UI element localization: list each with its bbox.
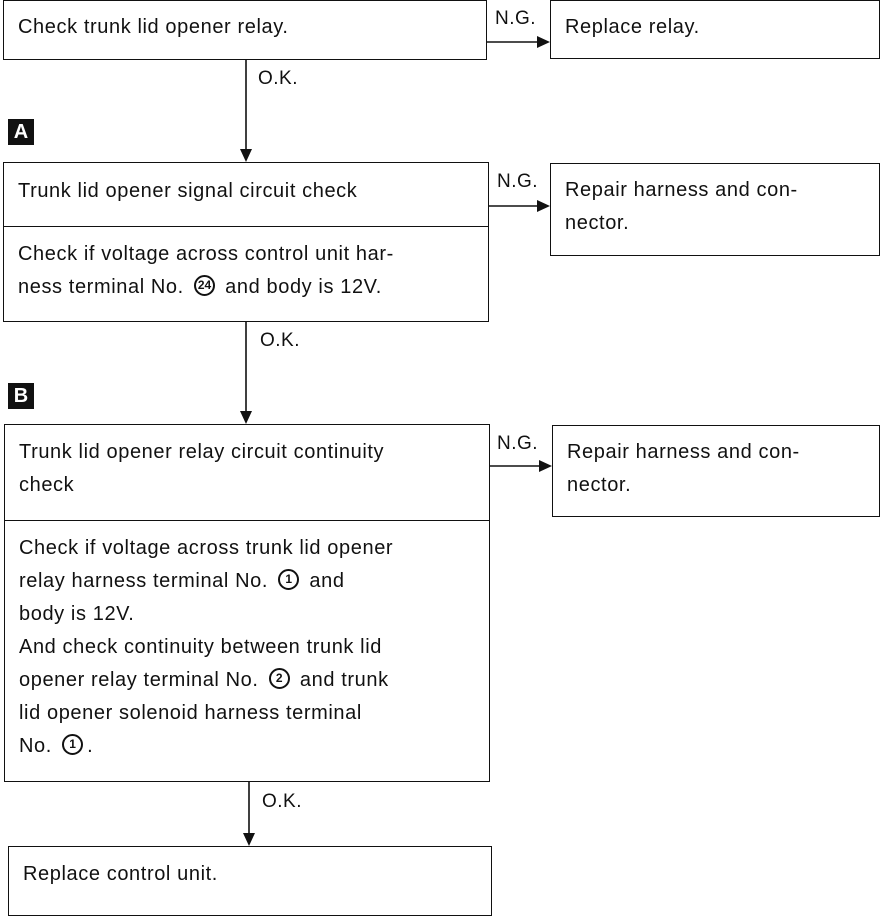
step3-detail-line5-post: and trunk [299, 669, 389, 691]
step2-ok-label: O.K. [260, 330, 301, 351]
step1-box: Check trunk lid opener relay. [3, 0, 487, 60]
marker-a: A [8, 119, 34, 145]
step3-ng-action-line2: nector. [567, 474, 632, 496]
terminal-24-number: 24 [194, 275, 215, 297]
step1-text: Check trunk lid opener relay. [18, 16, 289, 38]
step3-detail-line3: body is 12V. [19, 603, 135, 625]
step2-detail-line2: ness terminal No. 24 and body is 12V. [18, 271, 474, 304]
step3-detail-line6: lid opener solenoid harness terminal [19, 702, 362, 724]
step3-detail-line4: And check continuity between trunk lid [19, 636, 382, 658]
step2-ng-action-box: Repair harness and con- nector. [550, 163, 880, 256]
step2-ng-label: N.G. [497, 171, 539, 192]
step2-title: Trunk lid opener signal circuit check [18, 180, 358, 202]
step3-ng-arrowhead [539, 460, 552, 472]
step3-detail-line5: opener relay terminal No. 2 and trunk [19, 664, 475, 697]
marker-b: B [8, 383, 34, 409]
step2-box: Trunk lid opener signal circuit check Ch… [3, 162, 489, 322]
terminal-2-number: 2 [268, 668, 290, 690]
step1-ok-label: O.K. [258, 68, 299, 89]
step1-ok-arrowhead [240, 149, 252, 162]
step2-ng-action-line1: Repair harness and con- [565, 179, 798, 201]
step1-ng-label: N.G. [495, 8, 537, 29]
step3-detail-line2: relay harness terminal No. 1 and [19, 565, 475, 598]
step2-detail-line1: Check if voltage across control unit har… [18, 243, 394, 265]
step2-ng-action-line2: nector. [565, 212, 630, 234]
step3-ng-label: N.G. [497, 433, 539, 454]
step3-detail-line2-post: and [309, 570, 345, 592]
step4-text: Replace control unit. [23, 863, 218, 885]
step3-ok-label: O.K. [262, 791, 303, 812]
step3-detail-line7-post: . [87, 735, 94, 757]
step3-ng-action-line1: Repair harness and con- [567, 441, 800, 463]
step3-title-line2: check [19, 474, 75, 496]
step3-detail-line1: Check if voltage across trunk lid opener [19, 537, 394, 559]
step2-detail-line2-post: and body is 12V. [225, 276, 382, 298]
step3-detail-line5-pre: opener relay terminal No. [19, 669, 259, 691]
step1-ng-arrowhead [537, 36, 550, 48]
step2-ng-arrowhead [537, 200, 550, 212]
solenoid-terminal-1-number: 1 [62, 734, 84, 756]
step3-detail-line7: No. 1. [19, 730, 475, 763]
terminal-1-number: 1 [278, 569, 300, 591]
step3-detail-line7-pre: No. [19, 735, 52, 757]
step2-ok-arrowhead [240, 411, 252, 424]
step3-ok-arrowhead [243, 833, 255, 846]
step1-ng-action-text: Replace relay. [565, 16, 700, 38]
step3-detail-line2-pre: relay harness terminal No. [19, 570, 269, 592]
step2-detail-line2-pre: ness terminal No. [18, 276, 184, 298]
step3-box: Trunk lid opener relay circuit continuit… [4, 424, 490, 782]
step3-title-line1: Trunk lid opener relay circuit continuit… [19, 441, 385, 463]
